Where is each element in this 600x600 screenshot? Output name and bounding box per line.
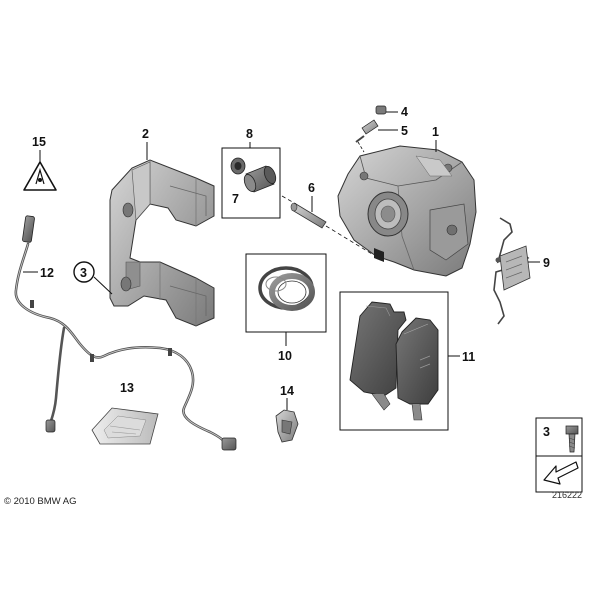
callout-12: 12 <box>40 266 54 280</box>
diagram-number: 216222 <box>552 490 583 500</box>
callout-15: 15 <box>32 135 46 149</box>
callout-11: 11 <box>462 350 475 364</box>
rubber-boot <box>230 157 246 175</box>
guide-pin <box>290 202 327 229</box>
warning-triangle-icon <box>23 161 57 191</box>
bleed-dash-line <box>357 141 365 153</box>
callout-8: 8 <box>246 127 253 141</box>
callout-2: 2 <box>142 127 149 141</box>
leader-line-3 <box>93 276 113 295</box>
callout-3: 3 <box>80 266 87 280</box>
wear-sensor-cable <box>14 215 237 451</box>
assembly-dash-line <box>281 195 373 255</box>
callout-5: 5 <box>401 124 408 138</box>
callout-13: 13 <box>120 381 134 395</box>
callout-4: 4 <box>401 105 408 119</box>
copyright-text: © 2010 BMW AG <box>4 496 77 507</box>
callout-1: 1 <box>432 125 439 139</box>
brake-caliper <box>337 145 477 277</box>
callout-7: 7 <box>232 192 239 206</box>
sensor-clip <box>275 409 299 443</box>
piston-seal <box>258 266 315 311</box>
callout-14: 14 <box>280 384 294 398</box>
legend-callout-3: 3 <box>543 425 550 439</box>
callout-10: 10 <box>278 349 292 363</box>
anti-rattle-spring <box>493 217 531 325</box>
bleed-screw-cap <box>375 105 387 115</box>
callout-3-circle <box>73 261 95 283</box>
arrow-icon <box>543 461 579 485</box>
grease-sachet <box>91 407 159 445</box>
callout-6: 6 <box>308 181 315 195</box>
bleed-screw <box>355 119 379 143</box>
guide-sleeve <box>243 165 277 193</box>
caliper-carrier <box>109 159 215 327</box>
callout-9: 9 <box>543 256 550 270</box>
screw-icon <box>565 425 579 453</box>
brake-pad-rear <box>395 317 439 421</box>
brake-pad-front <box>349 301 407 411</box>
